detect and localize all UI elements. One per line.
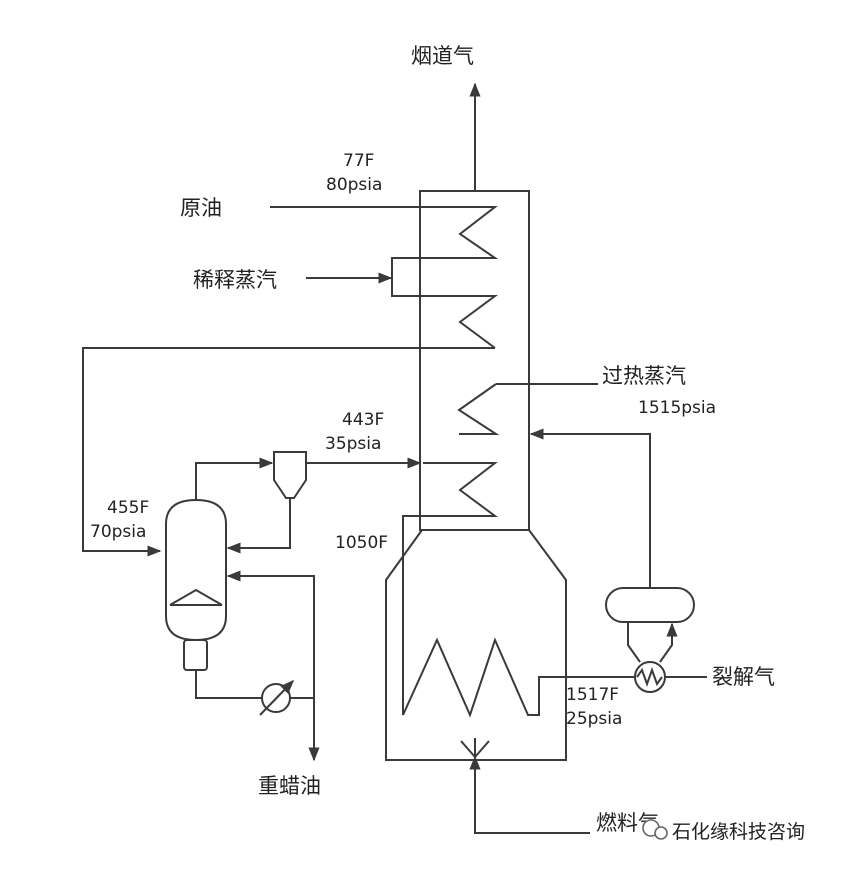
- exchanger-coil-symbol: [636, 667, 663, 687]
- lower-convection-coil: [402, 462, 499, 715]
- radiant-section: [385, 529, 567, 761]
- label-crossover-temp: 1050F: [335, 533, 388, 553]
- superheat-coil: [457, 383, 500, 435]
- burner: [460, 738, 490, 758]
- crude-oil-feed-line: [270, 206, 499, 259]
- steam-drum-to-superheater-line: [529, 428, 651, 588]
- separator-internal-packing: [169, 588, 223, 606]
- drum-riser-line: [659, 622, 678, 663]
- watermark-text: 石化缘科技咨询: [672, 821, 805, 843]
- radiant-coil: [402, 637, 635, 718]
- label-cracked-gas: 裂解气: [712, 665, 775, 689]
- mixed-feed-to-separator-line: [82, 347, 495, 557]
- wax-oil-recycle-line: [226, 570, 315, 758]
- label-steam-pressure: 1515psia: [638, 398, 716, 418]
- label-mix-temp: 443F: [342, 410, 384, 430]
- cooler-adjust-mark: [259, 679, 294, 716]
- label-mix-pressure: 35psia: [325, 434, 381, 454]
- label-flash-temp: 455F: [107, 498, 149, 518]
- dilution-steam-connector: [391, 257, 499, 349]
- chat-bubble-icon: [642, 819, 668, 840]
- label-crude-oil: 原油: [180, 196, 222, 220]
- cyclone-liquid-return-line: [226, 498, 291, 554]
- flash-separator-vessel: [165, 498, 227, 642]
- cyclone-separator: [273, 451, 307, 499]
- watermark: 石化缘科技咨询: [642, 819, 805, 843]
- label-crude-pressure: 80psia: [326, 175, 382, 195]
- separator-boot: [183, 639, 208, 671]
- label-flash-pressure: 70psia: [90, 522, 146, 542]
- steam-drum: [605, 587, 695, 623]
- separator-bottoms-line: [195, 670, 262, 699]
- fuel-gas-line: [469, 755, 590, 834]
- label-outlet-pressure: 25psia: [566, 709, 622, 729]
- label-dilution-steam: 稀释蒸汽: [193, 268, 277, 292]
- label-crude-temp: 77F: [343, 151, 374, 171]
- separator-vapor-line: [195, 457, 274, 503]
- label-superheated-steam: 过热蒸汽: [602, 364, 686, 388]
- label-heavy-wax-oil: 重蜡油: [258, 774, 321, 798]
- label-outlet-temp: 1517F: [566, 685, 619, 705]
- drum-downcomer-line: [627, 622, 641, 663]
- label-flue-gas: 烟道气: [411, 44, 474, 68]
